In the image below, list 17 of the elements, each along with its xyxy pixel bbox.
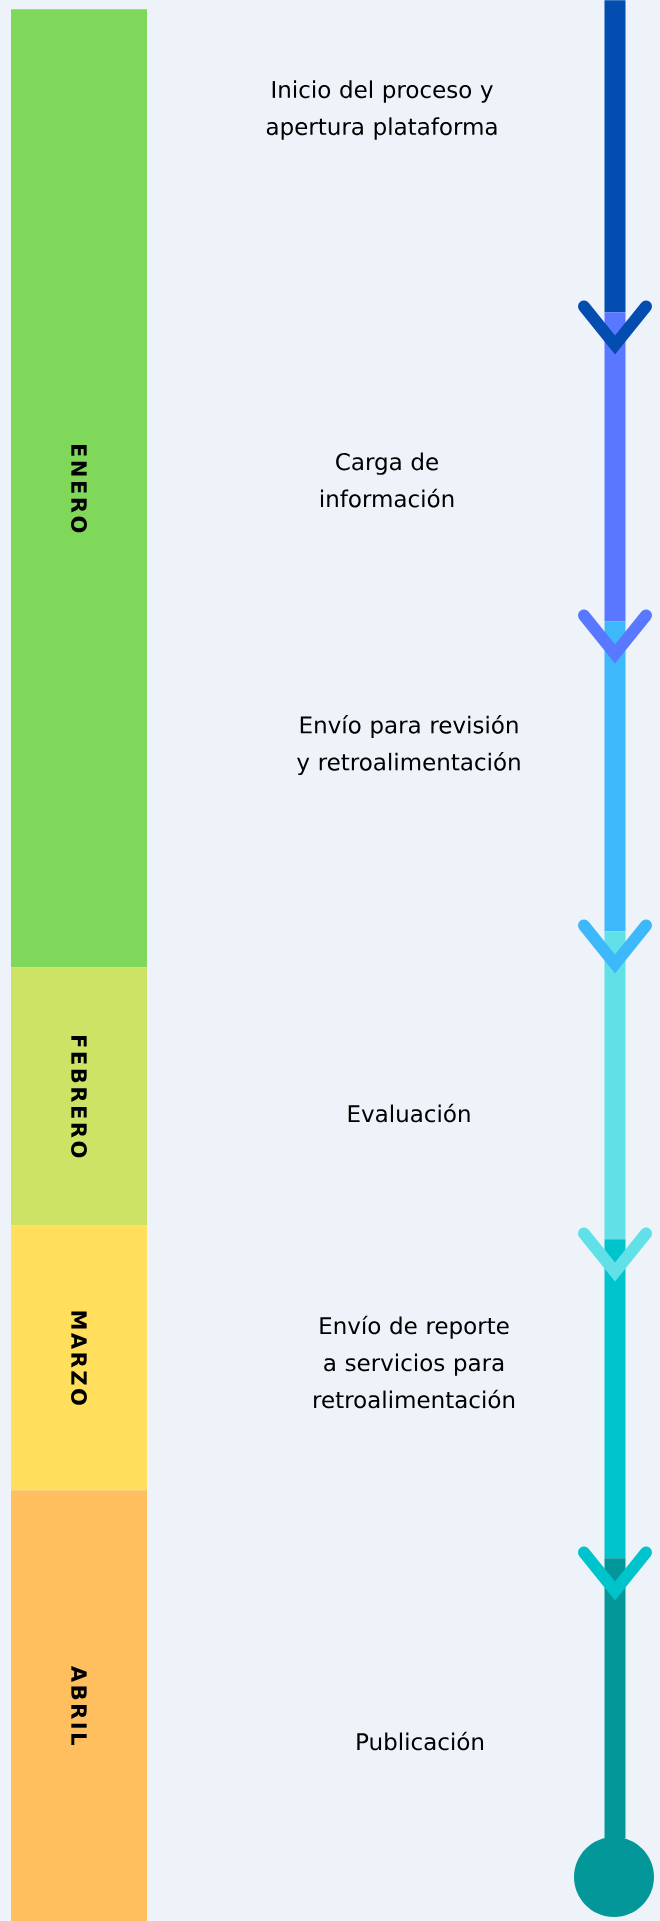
timeline-segment [604,1558,626,1839]
timeline-segment [604,0,626,313]
step-text: Envío de reporte a servicios para retroalimentación [314,1315,515,1409]
month-band: FEBRERO [11,967,147,1226]
month-band: ENERO [11,9,147,968]
end-dot [574,1837,654,1917]
step-text: Evaluación [348,1103,470,1123]
step-text: Inicio del proceso y apertura plataforma [266,80,497,140]
month-band: ABRIL [11,1490,147,1921]
timeline-segment [604,1239,626,1559]
timeline-segment [604,931,626,1240]
timeline-segment [604,621,626,932]
step-text: Carga de información [321,452,454,508]
step-text: Publicación [357,1731,483,1751]
timeline-segment [604,312,626,622]
step-text: Envío para revisión y retroalimentación [297,714,520,776]
month-band: MARZO [11,1225,147,1491]
